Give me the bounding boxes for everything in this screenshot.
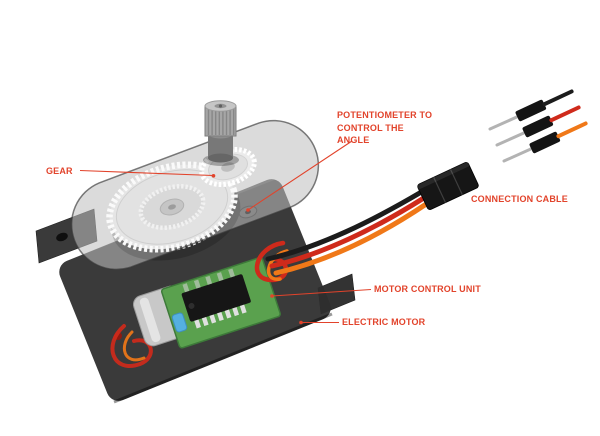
output-shaft — [203, 100, 239, 166]
leader-potentiometer — [247, 140, 353, 211]
label-connection-cable: CONNECTION CABLE — [471, 194, 568, 204]
jumper-pin-black — [488, 89, 574, 131]
pcb-motor-control-unit — [160, 256, 281, 349]
capacitor — [171, 312, 188, 333]
spline-ribs — [207, 108, 235, 135]
servo-cable-wires — [254, 190, 428, 283]
gear-large — [106, 161, 238, 253]
gearbox — [106, 146, 258, 261]
label-potentiometer: POTENTIOMETER TO CONTROL THE ANGLE — [337, 110, 433, 146]
leader-gear — [79, 169, 214, 177]
chip-pins — [194, 304, 247, 329]
leader-motor-control-unit — [271, 288, 372, 297]
jumper-pin-orange — [502, 121, 588, 163]
label-gear: GEAR — [46, 166, 73, 176]
cable-connector — [416, 161, 479, 210]
chip-pins-top — [182, 268, 235, 293]
label-electric-motor: ELECTRIC MOTOR — [342, 317, 426, 327]
ic-chip — [181, 268, 251, 329]
jumper-pin-cables — [488, 89, 588, 163]
jumper-pin-red — [495, 105, 581, 147]
screw-hole — [56, 232, 68, 242]
leader-lines — [79, 140, 372, 325]
gear-cover-front — [70, 119, 320, 271]
label-motor-control-unit: MOTOR CONTROL UNIT — [374, 284, 481, 294]
